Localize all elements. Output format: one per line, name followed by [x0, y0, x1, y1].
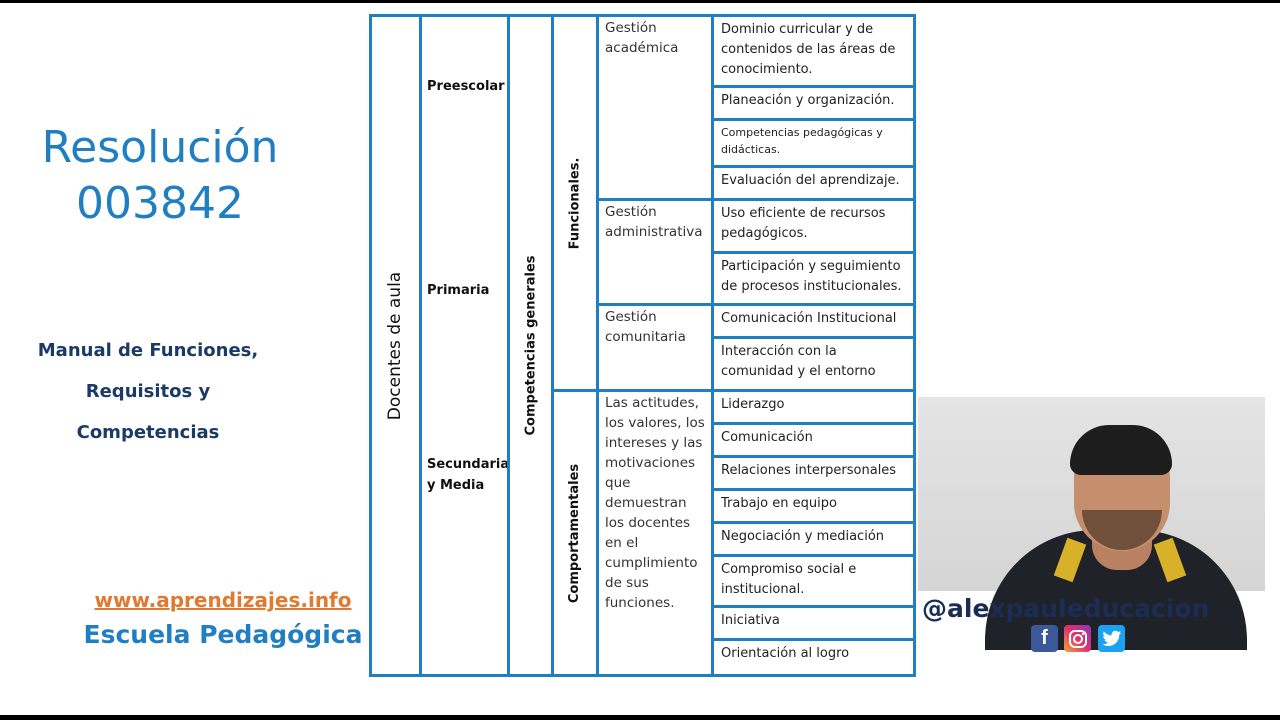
- facebook-icon[interactable]: f: [1031, 625, 1058, 652]
- item-negociacion: Negociación y mediación: [721, 529, 885, 544]
- level-secundaria: Secundaria y Media: [427, 457, 510, 493]
- twitter-glyph: [1101, 630, 1121, 646]
- item-cell: Comunicación: [711, 422, 916, 458]
- description-cell: [596, 389, 714, 677]
- level-primaria: Primaria: [427, 283, 490, 298]
- item-comunicacion: Comunicación: [721, 430, 813, 445]
- item-cell: Uso eficiente de recursos pedagógicos.: [711, 198, 916, 254]
- item-cell: Liderazgo: [711, 389, 916, 425]
- levels-cell: [419, 14, 510, 677]
- item-evaluacion: Evaluación del aprendizaje.: [721, 173, 900, 188]
- general-cell: [507, 14, 554, 677]
- item-relaciones: Relaciones interpersonales: [721, 463, 897, 478]
- area-administrativa: Gestión administrativa: [605, 204, 703, 240]
- school-name: Escuela Pedagógica: [83, 620, 363, 649]
- area-academica: Gestión académica: [605, 20, 679, 56]
- level-preescolar: Preescolar: [427, 79, 505, 94]
- root-label-wrap: Docentes de aula: [369, 14, 422, 677]
- item-competencias-pedagogicas: Competencias pedagógicas y didácticas.: [721, 126, 883, 156]
- bottom-letterbox: [0, 715, 1280, 720]
- area-comunitaria-cell: [596, 303, 714, 392]
- item-cell: Interacción con la comunidad y el entorn…: [711, 336, 916, 392]
- item-cell: Trabajo en equipo: [711, 488, 916, 524]
- subtitle-line-3: Competencias: [76, 422, 220, 443]
- item-interaccion: Interacción con la comunidad y el entorn…: [721, 344, 876, 379]
- item-orientacion: Orientación al logro: [721, 646, 850, 661]
- webcam-person-hair: [1070, 425, 1172, 475]
- item-compromiso: Compromiso social e institucional.: [721, 562, 857, 597]
- item-cell: Relaciones interpersonales: [711, 455, 916, 491]
- instagram-icon[interactable]: [1064, 625, 1091, 652]
- competency-table: Docentes de aula Preescolar Primaria Sec…: [369, 14, 916, 677]
- item-cell: Competencias pedagógicas y didácticas.: [711, 118, 916, 168]
- comportamentales-description: Las actitudes, los valores, los interese…: [605, 395, 705, 611]
- instagram-glyph: [1068, 629, 1087, 648]
- general-label-wrap: Competencias generales: [507, 14, 554, 677]
- item-comunicacion-institucional: Comunicación Institucional: [721, 311, 897, 326]
- title-line-2: 003842: [76, 178, 244, 229]
- root-label: Docentes de aula: [385, 271, 406, 420]
- title-line-1: Resolución: [41, 122, 279, 173]
- item-liderazgo: Liderazgo: [721, 397, 785, 412]
- comportamentales-label-wrap: Comportamentales: [551, 389, 599, 677]
- funcionales-label: Funcionales.: [567, 157, 583, 249]
- top-letterbox: [0, 0, 1280, 3]
- page-title: Resolución 003842: [20, 120, 300, 232]
- subtitle-line-1: Manual de Funciones,: [37, 340, 259, 361]
- subtitle-line-2: Requisitos y: [85, 381, 211, 402]
- social-handle: @alexpauleducacion: [922, 594, 1210, 623]
- funcionales-label-wrap: Funcionales.: [551, 14, 599, 392]
- area-academica-cell: [596, 14, 714, 201]
- item-iniciativa: Iniciativa: [721, 613, 780, 628]
- item-participacion: Participación y seguimiento de procesos …: [721, 259, 902, 294]
- item-cell: Evaluación del aprendizaje.: [711, 165, 916, 201]
- comportamentales-label: Comportamentales: [567, 463, 583, 603]
- website-link[interactable]: www.aprendizajes.info: [94, 588, 352, 612]
- item-cell: Planeación y organización.: [711, 85, 916, 121]
- item-cell: Compromiso social e institucional.: [711, 554, 916, 608]
- area-comunitaria: Gestión comunitaria: [605, 309, 686, 345]
- general-label: Competencias generales: [523, 255, 539, 436]
- item-planeacion: Planeación y organización.: [721, 93, 895, 108]
- item-cell: Orientación al logro: [711, 638, 916, 677]
- item-cell: Dominio curricular y de contenidos de la…: [711, 14, 916, 88]
- item-uso-recursos: Uso eficiente de recursos pedagógicos.: [721, 206, 886, 241]
- item-cell: Iniciativa: [711, 605, 916, 641]
- twitter-icon[interactable]: [1098, 625, 1125, 652]
- item-trabajo-equipo: Trabajo en equipo: [721, 496, 837, 511]
- item-cell: Participación y seguimiento de procesos …: [711, 251, 916, 306]
- item-dominio: Dominio curricular y de contenidos de la…: [721, 22, 896, 77]
- item-cell: Comunicación Institucional: [711, 303, 916, 339]
- item-cell: Negociación y mediación: [711, 521, 916, 557]
- subtitle: Manual de Funciones, Requisitos y Compet…: [20, 330, 276, 453]
